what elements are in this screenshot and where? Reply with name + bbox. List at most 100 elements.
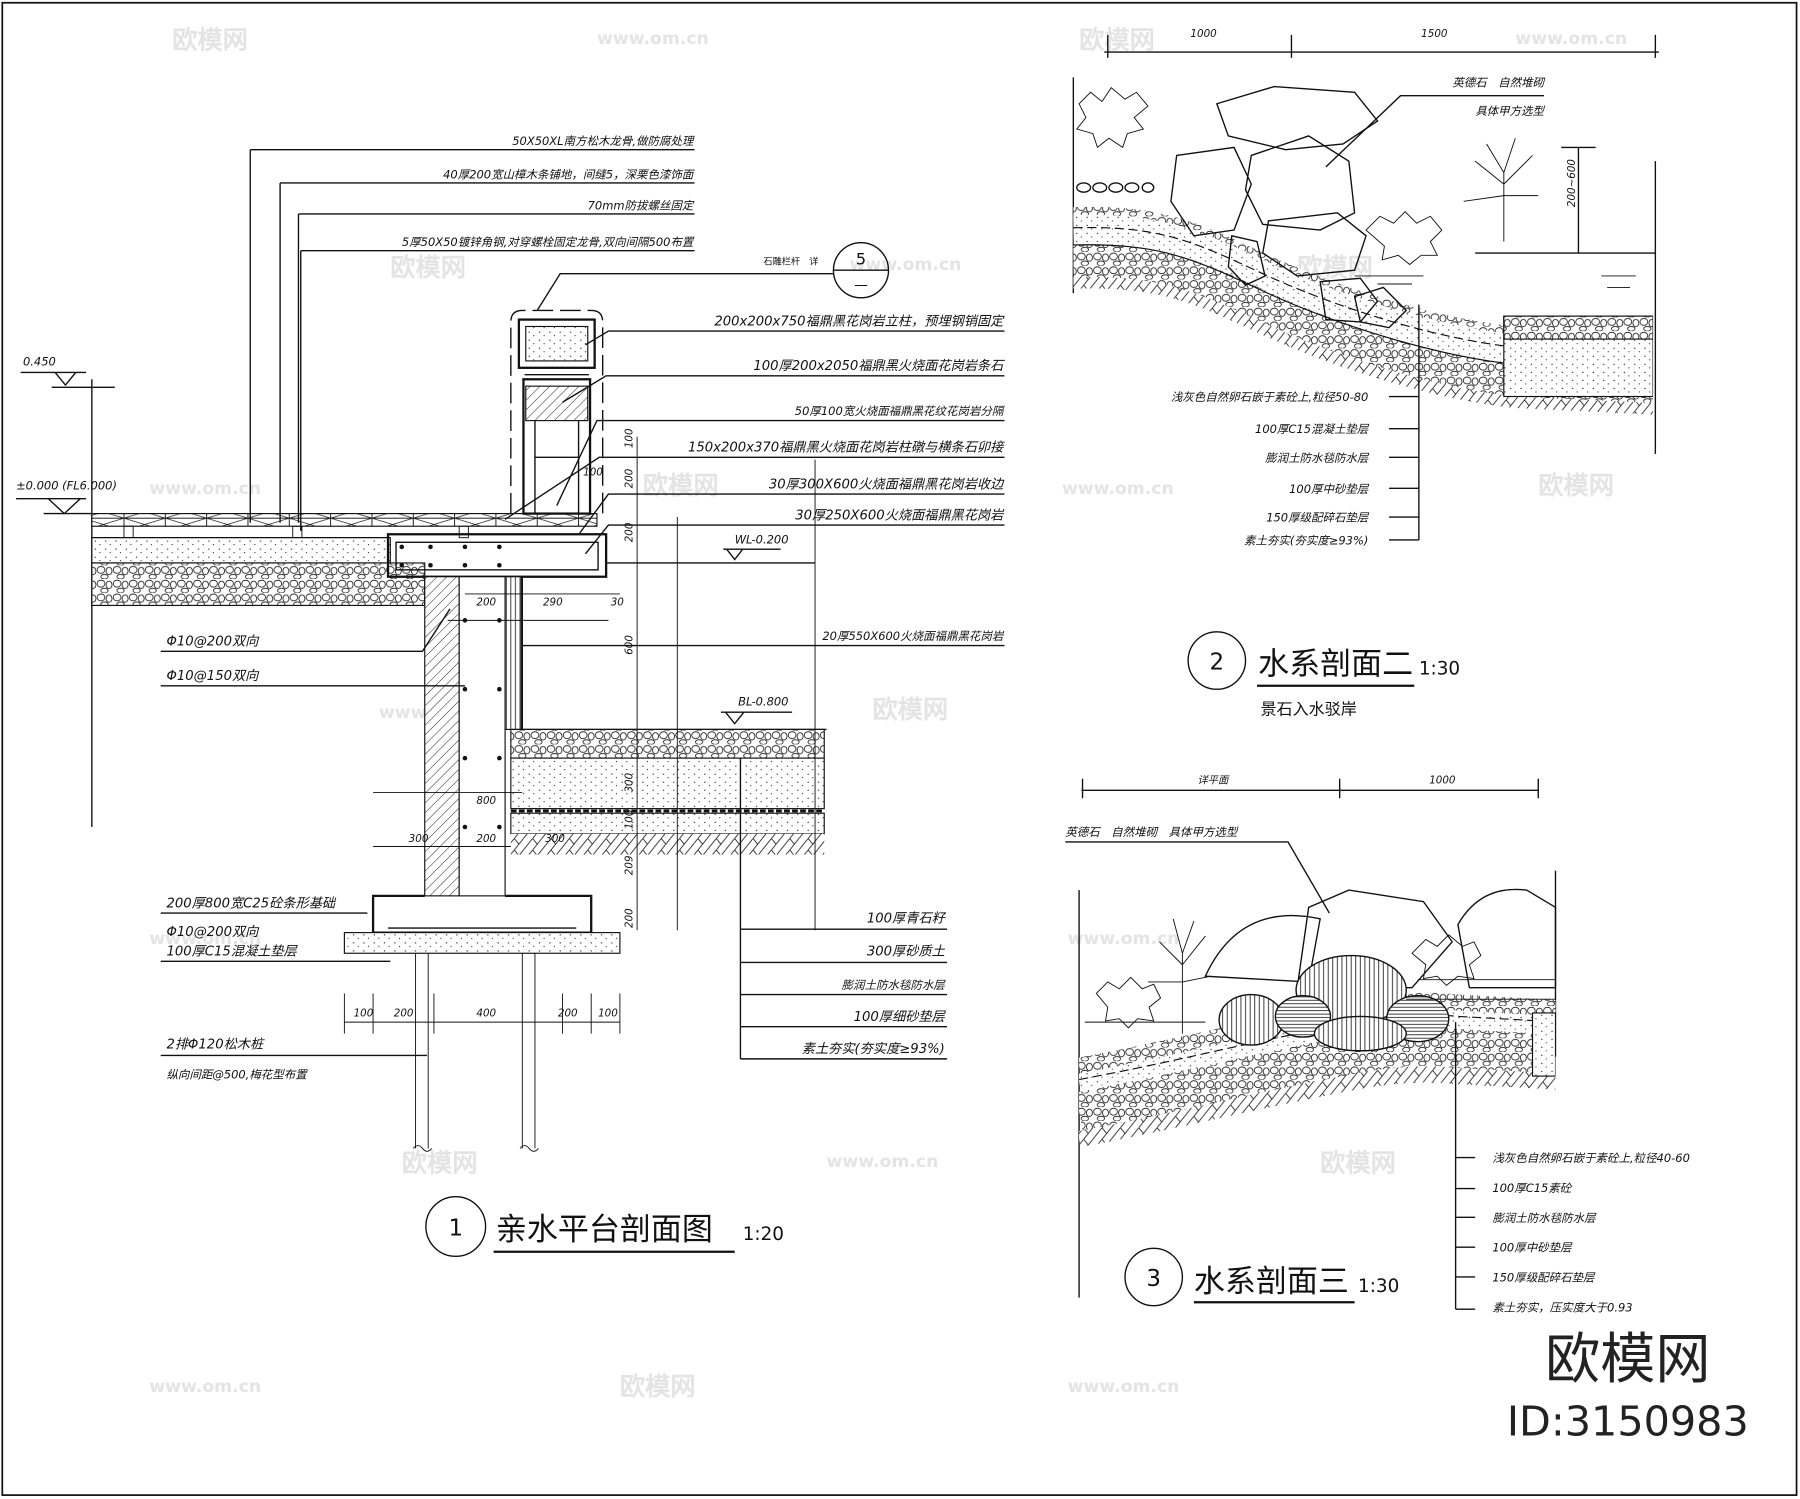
dim-label: 800 [476, 795, 496, 807]
foundation-label: Φ10@200双向 [166, 924, 260, 940]
dim-label: 200~600 [1566, 159, 1578, 208]
model-id: ID:3150983 [1507, 1397, 1749, 1445]
layer-label: 浅灰色自然卵石嵌于素砼上,粒径50-80 [1171, 390, 1369, 404]
layer-label: 100厚C15素砼 [1492, 1181, 1572, 1195]
dim-label: 290 [543, 596, 563, 608]
rock-label: 英德石 自然堆砌 [1452, 76, 1545, 90]
rebar-label: Φ10@150双向 [166, 668, 260, 684]
watermark-brand: 欧模网 [402, 1148, 478, 1177]
dim-label: 200 [476, 833, 496, 845]
section-1-title: 1 亲水平台剖面图 1:20 [425, 1195, 784, 1258]
timber-piles [412, 953, 539, 1152]
dimension-labels-bottom: 100 200 400 200 100 [354, 1007, 619, 1019]
stone-label: 30厚300X600火烧面福鼎黑花岗岩收边 [769, 476, 1005, 492]
brand-watermark: 欧模网 ID:3150983 [1507, 1327, 1749, 1445]
watermark-site: www.om.cn [1068, 1377, 1180, 1397]
section-number: 1 [448, 1216, 463, 1242]
section-title: 水系剖面二 [1258, 646, 1413, 682]
deck-label: 5厚50X50镀锌角钢,对穿螺栓固定龙骨,双向间隔500布置 [402, 235, 695, 249]
layer-label: 100厚C15混凝土垫层 [1255, 422, 1370, 436]
layer-label: 150厚级配碎石垫层 [1492, 1271, 1596, 1285]
watermark-brand: 欧模网 [1079, 26, 1155, 55]
brand-logo-text: 欧模网 [1545, 1327, 1710, 1391]
layer-label: 100厚中砂垫层 [1289, 482, 1370, 496]
pool-layer-label: 膨润土防水毯防水层 [842, 978, 947, 992]
foundation-callouts: 200厚800宽C25砼条形基础 Φ10@200双向 100厚C15混凝土垫层 … [160, 895, 428, 1081]
layer-label: 100厚中砂垫层 [1492, 1241, 1573, 1255]
watermark-site: www.om.cn [149, 479, 261, 499]
stone-label: 50厚100宽火烧面福鼎黑花纹花岗岩分隔 [795, 404, 1006, 418]
layer-label: 150厚级配碎石垫层 [1266, 511, 1370, 525]
layer-label: 浅灰色自然卵石嵌于素砼上,粒径40-60 [1492, 1151, 1690, 1165]
dim-label: 400 [476, 1007, 496, 1019]
railing-ref-label: 石雕栏杆 详 [763, 255, 818, 267]
pool-layer-label: 300厚砂质土 [867, 944, 946, 960]
timber-deck [91, 513, 598, 527]
dimension-labels-horizontal: 100 200 290 30 800 300 200 300 [409, 467, 625, 845]
watermark-site: www.om.cn [597, 29, 709, 49]
section-title: 亲水平台剖面图 [496, 1212, 713, 1248]
dim-label: 200 [476, 596, 496, 608]
stone-label: 100厚200x2050福鼎黑火烧面花岗岩条石 [753, 358, 1005, 374]
brick-wall [424, 576, 460, 897]
section-subtitle: 景石入水驳岸 [1260, 699, 1356, 718]
detail-number: 5 [856, 249, 866, 268]
stone-label: 150x200x370福鼎黑火烧面花岗岩柱礅与横条石卯接 [688, 440, 1005, 456]
watermark-brand: 欧模网 [390, 253, 466, 282]
elevation-top: 0.450 [23, 355, 56, 369]
dim-label: 200 [394, 1007, 414, 1019]
railing-detail-reference[interactable]: 石雕栏杆 详 5 — [536, 241, 890, 311]
c15-pad [343, 932, 621, 954]
rock-label: 英德石 自然堆砌 具体甲方选型 [1065, 825, 1239, 839]
detail-sheet: — [854, 278, 868, 294]
dim-label: 100 [624, 809, 636, 829]
watermark-site: www.om.cn [149, 1377, 261, 1397]
dim-label: 30 [611, 596, 625, 608]
section-2-water-section: 1000 1500 [1072, 28, 1659, 718]
pool-layer-label: 100厚细砂垫层 [854, 1009, 947, 1025]
stone-callouts: 200x200x750福鼎黑花岗岩立柱，预埋钢销固定 100厚200x2050福… [504, 313, 1006, 647]
layer-label: 膨润土防水毯防水层 [1265, 451, 1370, 465]
dim-label: 200 [558, 1007, 578, 1019]
watermarks: 欧模网 www.om.cn 欧模网 www.om.cn 欧模网 www.om.c… [149, 26, 1627, 1402]
watermark-site: www.om.cn [149, 929, 261, 949]
pool-layer-label: 100厚青石籽 [867, 910, 947, 926]
watermark-site: www.om.cn [1062, 479, 1174, 499]
pool-layer-callouts: 100厚青石籽 300厚砂质土 膨润土防水毯防水层 100厚细砂垫层 素土夯实(… [739, 758, 948, 1060]
layer-label: 素土夯实(夯实度≥93%) [1244, 534, 1368, 548]
bottom-level: BL-0.800 [738, 694, 788, 708]
dim-label: 详平面 [1197, 774, 1230, 786]
dim-label: 100 [624, 428, 636, 448]
dim-label: 300 [545, 833, 565, 845]
concrete-slab [91, 537, 391, 564]
stone-railing-post [510, 309, 604, 515]
watermark-site: www.om.cn [849, 255, 961, 275]
dim-label: 200 [624, 908, 636, 928]
rock-label: 具体甲方选型 [1475, 104, 1545, 118]
section-scale: 1:20 [743, 1224, 784, 1245]
layer-label: 膨润土防水毯防水层 [1492, 1211, 1597, 1225]
dim-label: 600 [624, 635, 636, 655]
pool-layer-label: 素土夯实(夯实度≥93%) [802, 1041, 945, 1057]
stone-label: 30厚250X600火烧面福鼎黑花岗岩 [795, 507, 1005, 523]
plants [1075, 87, 1539, 266]
rc-wall [458, 576, 506, 897]
foundation-label: 100厚C15混凝土垫层 [166, 944, 298, 960]
section-3-layer-callouts: 浅灰色自然卵石嵌于素砼上,粒径40-60 100厚C15素砼 膨润土防水毯防水层… [1454, 1022, 1690, 1314]
section-2-title: 2 水系剖面二 1:30 景石入水驳岸 [1187, 631, 1460, 718]
section-1-waterfront-platform: 0.450 ±0.000 (FL6.000) [16, 134, 1006, 1258]
pebble-layer [510, 728, 825, 759]
foundation-label: 2排Φ120松木桩 [166, 1037, 265, 1053]
deck-label: 70mm防拔螺丝固定 [588, 198, 695, 212]
watermark-brand: 欧模网 [872, 695, 948, 724]
elevation-floor: ±0.000 (FL6.000) [16, 478, 117, 492]
section-number: 3 [1146, 1266, 1161, 1292]
landscape-rocks [1204, 888, 1557, 1052]
watermark-brand: 欧模网 [620, 1372, 696, 1401]
gravel-base [91, 562, 426, 607]
dim-label: 300 [409, 833, 429, 845]
dim-label: 200 [624, 468, 636, 488]
dimension-lines [343, 436, 816, 1034]
